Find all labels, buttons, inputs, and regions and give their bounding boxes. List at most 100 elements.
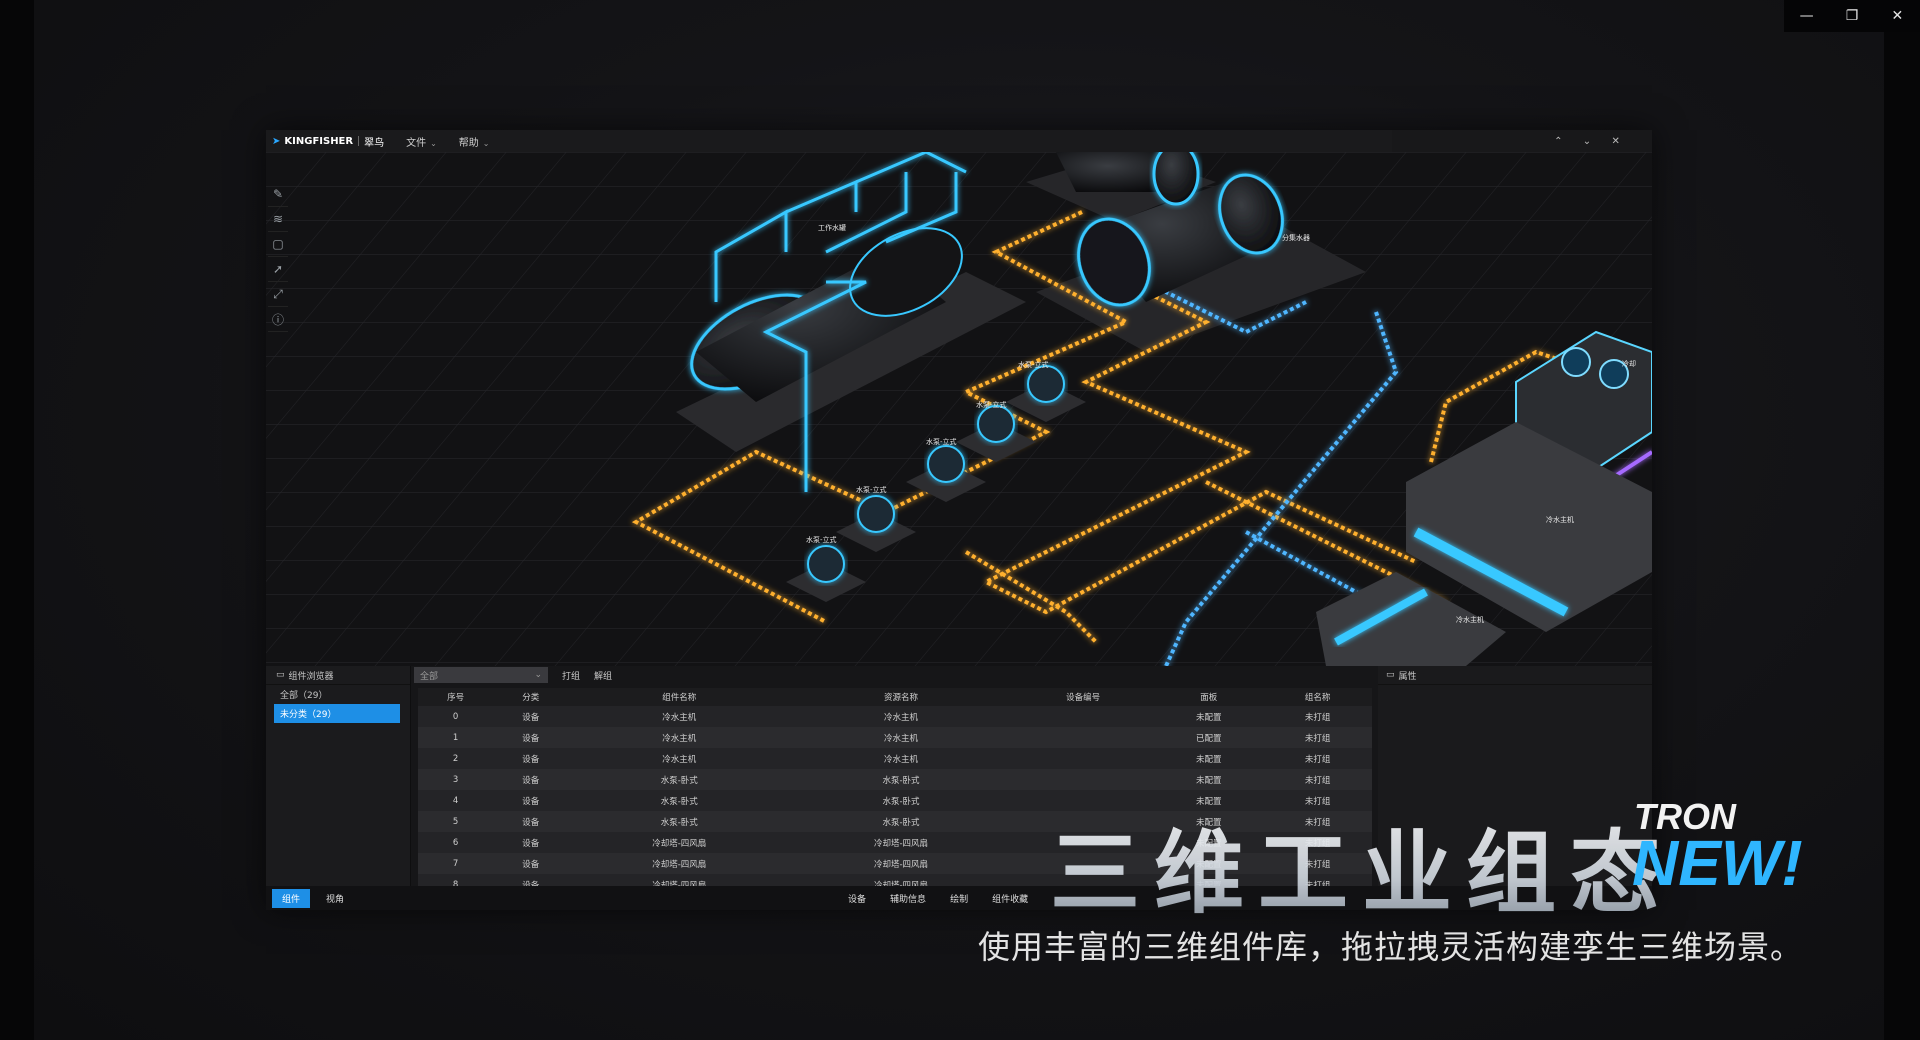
table-cell: 冷水主机 xyxy=(790,706,1012,727)
category-all[interactable]: 全部（29） xyxy=(280,691,328,701)
label-cooling-tower: 冷却 xyxy=(1622,359,1636,368)
table-cell: 冷水主机 xyxy=(568,727,791,748)
menu-help-label: 帮助 xyxy=(458,137,479,149)
group-button[interactable]: 打组 xyxy=(562,671,581,682)
tank-right xyxy=(1077,173,1284,307)
table-cell: 冷却塔-四风扇 xyxy=(568,853,791,874)
draw-button[interactable]: 绘制 xyxy=(950,894,969,905)
edit-icon[interactable]: ✎ xyxy=(268,182,288,207)
table-cell: 设备 xyxy=(493,790,569,811)
pump-2 xyxy=(836,495,916,552)
layers-icon[interactable]: ≋ xyxy=(268,207,288,232)
label-pump-2: 水泵-立式 xyxy=(856,485,887,494)
pump-1 xyxy=(786,545,866,602)
pointer-icon[interactable]: ➚ xyxy=(268,257,288,282)
app-window: ➤ KINGFISHER 翠鸟 文件⌄ 帮助⌄ ⌃ ⌄ ✕ xyxy=(266,130,1652,910)
favorites-button[interactable]: 组件收藏 xyxy=(992,894,1029,905)
device-button[interactable]: 设备 xyxy=(848,894,867,905)
aux-info-button[interactable]: 辅助信息 xyxy=(890,894,927,905)
col-index[interactable]: 序号 xyxy=(418,688,494,706)
filter-select[interactable]: 全部 ⌄ xyxy=(414,667,548,683)
component-browser-header: ▭ 组件浏览器 xyxy=(266,666,410,685)
table-cell: 2 xyxy=(418,748,494,769)
cyan-pipes xyxy=(714,152,967,492)
minimize-button[interactable]: — xyxy=(1799,8,1814,24)
chevron-up-icon[interactable]: ⌃ xyxy=(1554,135,1563,147)
table-cell: 冷却塔-四风扇 xyxy=(568,832,791,853)
ungroup-button[interactable]: 解组 xyxy=(594,671,613,682)
properties-header: ▭ 属性 xyxy=(1378,666,1652,685)
table-cell: 4 xyxy=(418,790,494,811)
table-cell xyxy=(1011,748,1155,769)
menu-help[interactable]: 帮助⌄ xyxy=(459,134,490,149)
component-browser: ▭ 组件浏览器 全部（29） 未分类（29） xyxy=(266,666,411,886)
category-uncategorized[interactable]: 未分类（29） xyxy=(274,704,400,723)
table-cell: 未打组 xyxy=(1263,811,1372,832)
app-logo: ➤ KINGFISHER 翠鸟 xyxy=(266,134,384,149)
table-cell: 未打组 xyxy=(1263,748,1372,769)
col-component-name[interactable]: 组件名称 xyxy=(568,688,791,706)
col-group-name[interactable]: 组名称 xyxy=(1263,688,1372,706)
table-cell: 设备 xyxy=(493,727,569,748)
label-pump-5: 水泵-立式 xyxy=(1018,360,1049,369)
chevron-down-icon[interactable]: ⌄ xyxy=(1582,135,1592,147)
brand-name-cn: 翠鸟 xyxy=(364,137,385,149)
window-controls: — ❐ ✕ xyxy=(1784,0,1920,32)
table-cell: 设备 xyxy=(493,811,569,832)
table-cell xyxy=(1011,853,1155,874)
menu-file[interactable]: 文件⌄ xyxy=(406,134,437,149)
table-cell xyxy=(1011,706,1155,727)
filter-select-value: 全部 xyxy=(420,671,439,682)
tank-left xyxy=(690,227,963,402)
label-chiller-1: 冷水主机 xyxy=(1546,515,1574,524)
tab-view[interactable]: 视角 xyxy=(326,894,345,905)
table-cell: 6 xyxy=(418,832,494,853)
chevron-down-icon: ⌄ xyxy=(482,138,490,148)
table-cell: 水泵-卧式 xyxy=(790,790,1012,811)
scene-canvas: 工作水罐 分集水器 水泵-立式 水泵-立式 水泵-立式 水泵-立式 水泵-立式 … xyxy=(266,152,1652,666)
table-cell: 3 xyxy=(418,769,494,790)
table-cell: 冷水主机 xyxy=(568,706,791,727)
pumps xyxy=(786,365,1086,602)
3d-viewport[interactable]: 工作水罐 分集水器 水泵-立式 水泵-立式 水泵-立式 水泵-立式 水泵-立式 … xyxy=(266,152,1652,666)
left-margin xyxy=(0,0,34,1040)
tab-components[interactable]: 组件 xyxy=(272,888,311,908)
fullscreen-icon[interactable]: ⤢ xyxy=(268,282,288,307)
table-cell: 未打组 xyxy=(1263,769,1372,790)
restore-button[interactable]: ❐ xyxy=(1845,8,1859,24)
right-margin xyxy=(1884,0,1920,1040)
tank-top xyxy=(1056,152,1200,206)
table-cell: 未配置 xyxy=(1154,790,1264,811)
table-cell: 未配置 xyxy=(1154,811,1264,832)
chevron-down-icon: ⌄ xyxy=(534,670,542,680)
table-cell xyxy=(1011,811,1155,832)
save-icon[interactable]: ▢ xyxy=(268,232,288,257)
pump-5 xyxy=(1006,365,1086,422)
table-cell: 未打组 xyxy=(1263,706,1372,727)
close-icon[interactable]: ✕ xyxy=(1611,135,1620,147)
col-resource-name[interactable]: 资源名称 xyxy=(790,688,1012,706)
col-device-id[interactable]: 设备编号 xyxy=(1011,688,1155,706)
chevron-down-icon: ⌄ xyxy=(430,138,437,148)
label-pump-3: 水泵-立式 xyxy=(926,437,957,446)
overlay-new: NEW! xyxy=(1632,827,1803,899)
close-button[interactable]: ✕ xyxy=(1891,8,1904,24)
overlay-title: 三维工业组态 xyxy=(1050,800,1674,930)
col-panel[interactable]: 面板 xyxy=(1154,688,1264,706)
info-icon[interactable]: ⓘ xyxy=(268,307,288,332)
table-cell: 水泵-卧式 xyxy=(568,790,791,811)
label-pump-1: 水泵-立式 xyxy=(806,535,837,544)
col-category[interactable]: 分类 xyxy=(493,688,569,706)
floor-grid xyxy=(266,152,1652,666)
properties-title: 属性 xyxy=(1398,671,1417,682)
chillers xyxy=(1316,422,1652,666)
menu-file-label: 文件 xyxy=(406,137,427,149)
